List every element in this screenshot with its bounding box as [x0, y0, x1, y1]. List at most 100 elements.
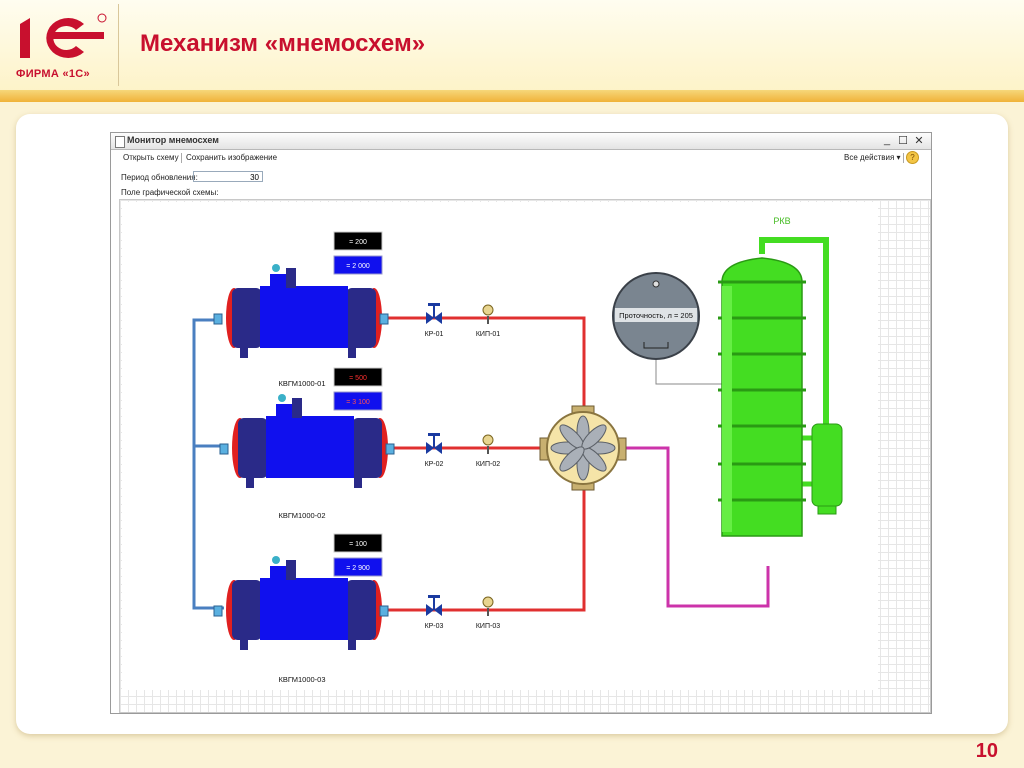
valve-icon [426, 303, 442, 324]
sensor-icon [272, 264, 280, 272]
outlet-nozzle [379, 605, 389, 617]
value-1: = 200 [349, 239, 367, 246]
boiler-end [238, 418, 268, 478]
outlet-nozzle [379, 313, 389, 325]
sensor-icon [278, 394, 286, 402]
slide-header: ФИРМА «1С» Механизм «мнемосхем» [0, 0, 1024, 92]
boiler-burner [292, 398, 302, 418]
toolbar-separator [181, 153, 182, 163]
document-icon [115, 136, 125, 148]
boiler-leg [354, 470, 362, 488]
boiler-label: КВГМ1000-03 [278, 675, 325, 684]
boiler-body [260, 578, 348, 640]
slide-title: Механизм «мнемосхем» [140, 30, 426, 57]
boiler-end [346, 288, 376, 348]
maximize-button[interactable]: ☐ [898, 135, 908, 147]
window-toolbar: Открыть схему Сохранить изображение Все … [111, 150, 931, 166]
rkv-column: РКВ [718, 216, 843, 537]
value-1: = 100 [349, 541, 367, 548]
gauge-dial [482, 434, 494, 446]
gauge-dial [482, 596, 494, 608]
boiler-label: КВГМ1000-02 [278, 511, 325, 520]
window-titlebar[interactable]: Монитор мнемосхем _ ☐ ✕ [111, 133, 931, 150]
minimize-button[interactable]: _ [883, 134, 891, 146]
flow-meter-reading: Проточность, л = 205 [619, 311, 693, 320]
gauge-label: КИП-01 [476, 331, 500, 338]
all-actions-menu[interactable]: Все действия ▾ [844, 153, 901, 162]
inlet-nozzle [219, 443, 229, 455]
valve-label: КР-01 [425, 331, 444, 338]
sensor-icon [272, 556, 280, 564]
return-pipe [192, 318, 226, 610]
logo-text: ФИРМА «1С» [16, 68, 90, 80]
value-box-2 [333, 557, 383, 577]
gauge-icon [482, 434, 494, 454]
logo-1c-icon [20, 13, 107, 59]
manifold [539, 405, 627, 491]
hot-pipes [384, 316, 586, 612]
boiler-burner [270, 566, 286, 580]
valve-handle [428, 433, 440, 436]
boiler [213, 264, 389, 358]
gauge-icon [482, 304, 494, 324]
mnemo-monitor-window: Монитор мнемосхем _ ☐ ✕ Открыть схему Со… [110, 132, 932, 714]
boiler [213, 556, 389, 650]
gauge-icon [482, 596, 494, 616]
help-icon[interactable]: ? [906, 151, 919, 164]
value-2: = 2 900 [346, 565, 370, 572]
boiler [219, 394, 395, 488]
bolt-icon [652, 280, 660, 288]
valve-icon [426, 595, 442, 616]
boiler-body [266, 416, 354, 478]
value-box-1 [333, 533, 383, 553]
period-label: Период обновления: [121, 173, 198, 182]
boiler-leg [348, 632, 356, 650]
header-stripe [0, 90, 1024, 102]
boiler-leg [348, 340, 356, 358]
column-label: РКВ [773, 216, 790, 226]
company-logo: ФИРМА «1С» [6, 4, 119, 86]
window-title: Монитор мнемосхем [127, 135, 219, 145]
boiler-label: КВГМ1000-01 [278, 379, 325, 388]
boiler-burner [286, 560, 296, 580]
scheme-field-label: Поле графической схемы: [121, 188, 219, 197]
page-number: 10 [975, 740, 998, 762]
boiler-burner [286, 268, 296, 288]
boiler-body [260, 286, 348, 348]
value-2: = 3 100 [346, 399, 370, 406]
value-1: = 500 [349, 375, 367, 382]
boiler-end [352, 418, 382, 478]
boiler-burner [270, 274, 286, 288]
gauge-label: КИП-02 [476, 461, 500, 468]
boiler-burner [276, 404, 292, 418]
gauge-dial [482, 304, 494, 316]
boilers [213, 264, 395, 650]
outlet-pipe [622, 446, 770, 608]
value-box-2 [333, 391, 383, 411]
boiler-end [232, 288, 262, 348]
value-2: = 2 000 [346, 263, 370, 270]
toolbar-separator [903, 153, 904, 163]
period-input[interactable]: 30 [193, 171, 263, 182]
outlet-nozzle [385, 443, 395, 455]
gauge-label: КИП-03 [476, 623, 500, 630]
flow-meter: Проточность, л = 205 [612, 272, 722, 385]
valve-label: КР-03 [425, 623, 444, 630]
boiler-end [346, 580, 376, 640]
value-box-2 [333, 255, 383, 275]
boiler-leg [240, 340, 248, 358]
open-scheme-button[interactable]: Открыть схему [123, 153, 179, 162]
valve-handle [428, 595, 440, 598]
boiler-leg [240, 632, 248, 650]
valve-label: КР-02 [425, 461, 444, 468]
boiler-end [232, 580, 262, 640]
inlet-nozzle [213, 313, 223, 325]
valve-icon [426, 433, 442, 454]
close-button[interactable]: ✕ [914, 135, 924, 147]
inlet-nozzle [213, 605, 223, 617]
save-image-button[interactable]: Сохранить изображение [186, 153, 278, 162]
